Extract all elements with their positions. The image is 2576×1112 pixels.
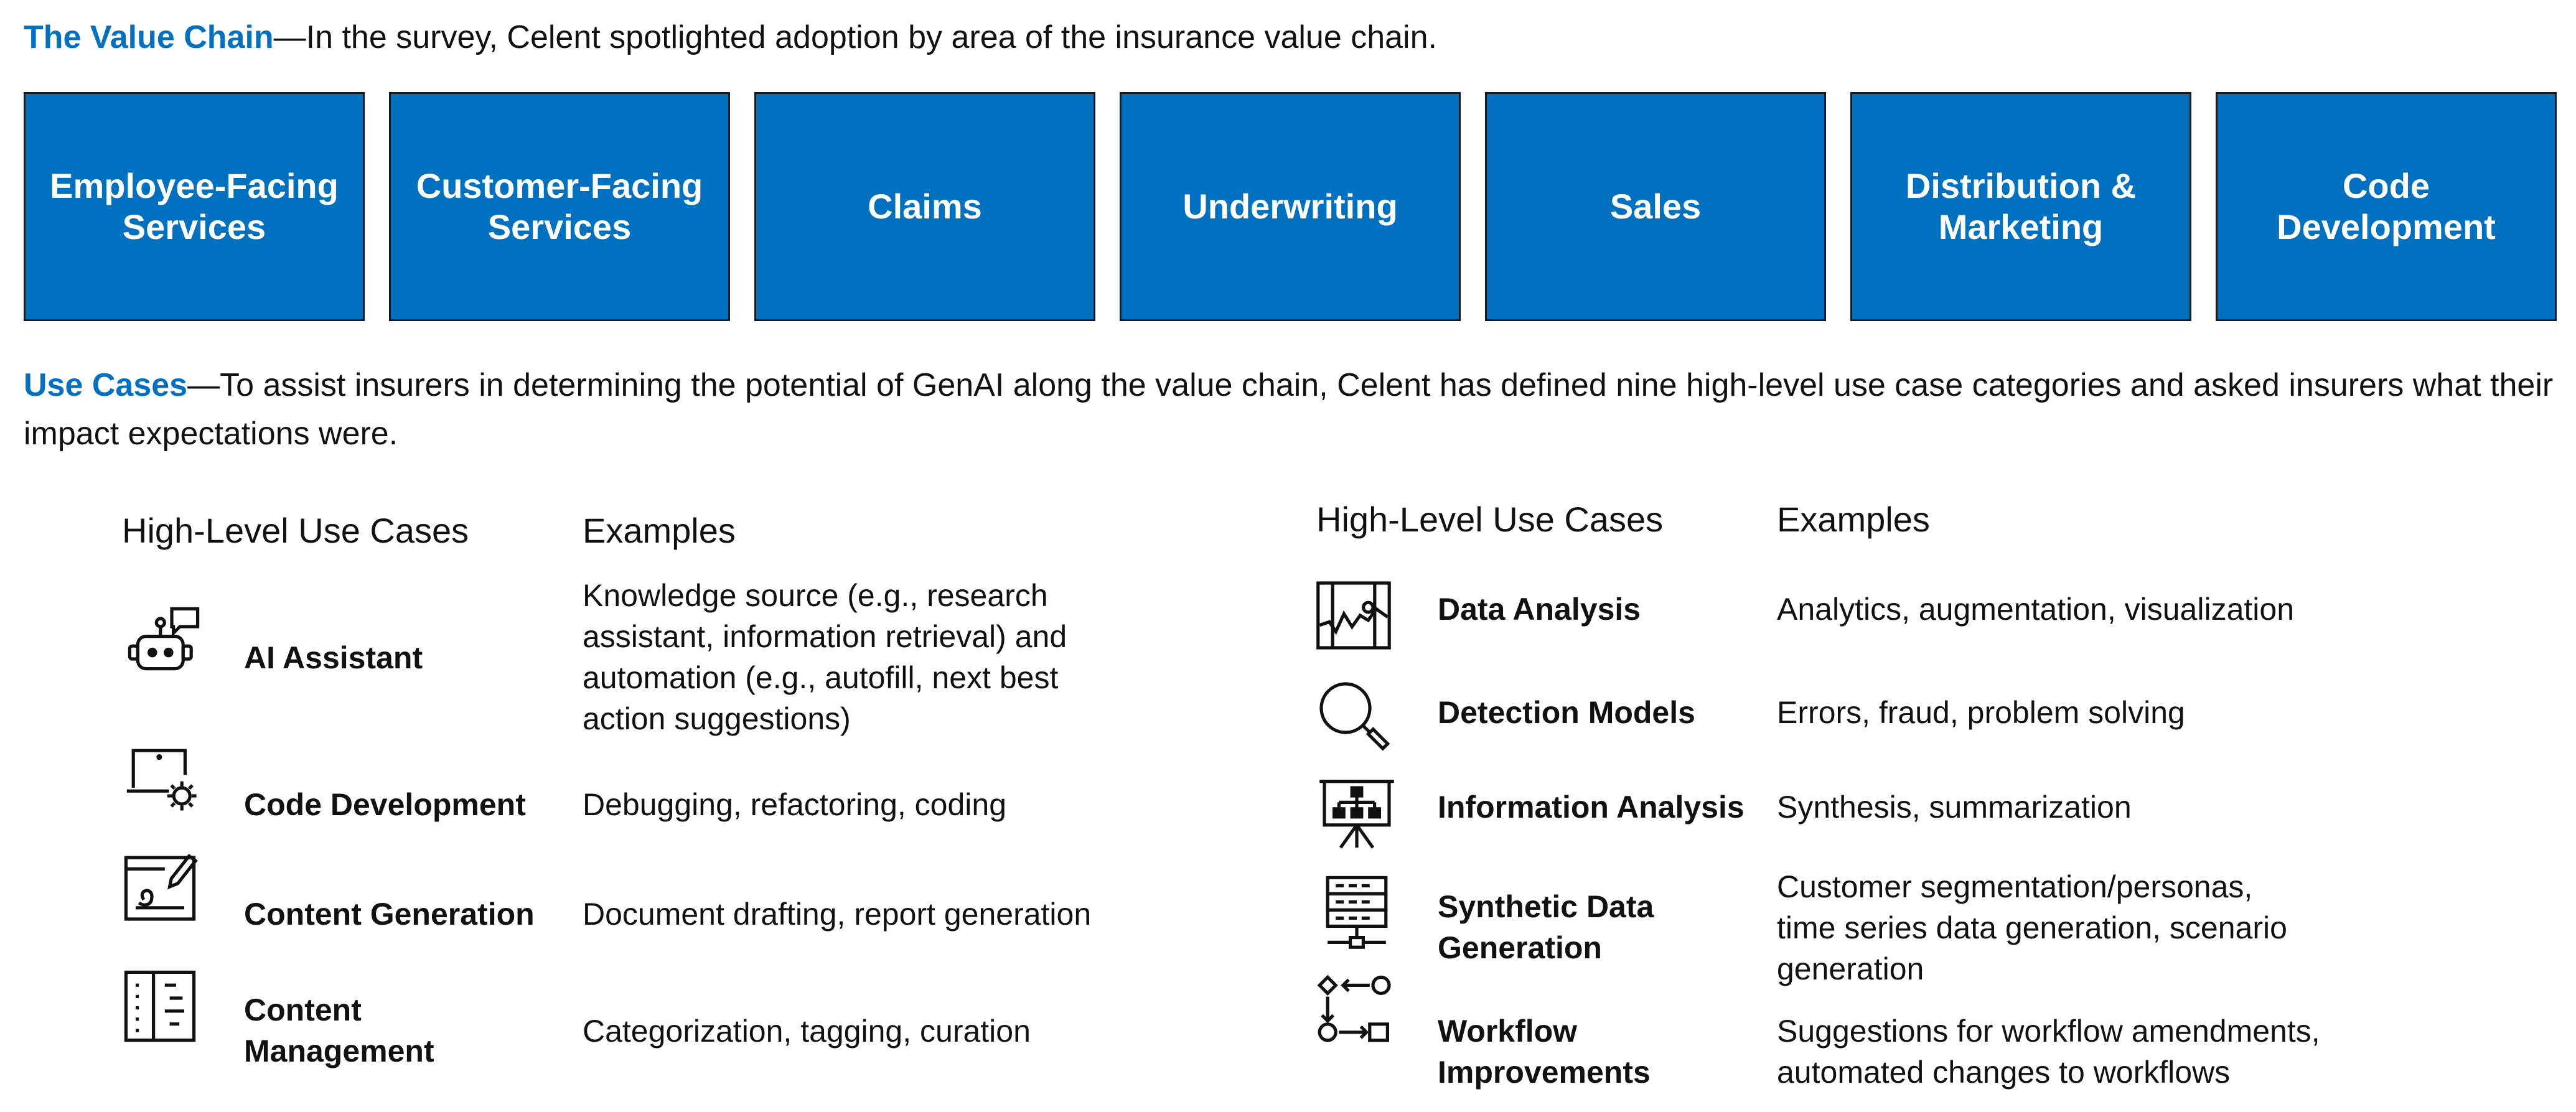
laptop-gear-icon xyxy=(122,739,203,820)
usecase-name: Content Generation xyxy=(244,897,535,932)
left-examples-header: Examples xyxy=(583,511,736,550)
value-chain-stage: Claims xyxy=(754,92,1095,321)
usecase-example: Errors, fraud, problem solving xyxy=(1777,695,2185,730)
value-chain-text: —In the survey, Celent spotlighted adopt… xyxy=(273,19,1437,55)
magnifier-icon xyxy=(1313,676,1394,757)
usecase-name: Synthetic Data Generation xyxy=(1438,889,1654,965)
value-chain-stage: Employee-Facing Services xyxy=(24,92,365,321)
right-examples-header: Examples xyxy=(1777,500,1930,539)
usecase-name: AI Assistant xyxy=(244,640,423,675)
value-chain-lead: The Value Chain xyxy=(24,19,274,55)
use-cases-heading: Use Cases—To assist insurers in determin… xyxy=(24,361,2563,458)
usecase-example: Analytics, augmentation, visualization xyxy=(1777,592,2295,627)
pen-document-icon xyxy=(119,846,200,927)
usecase-name: Workflow Improvements xyxy=(1438,1014,1651,1090)
usecase-name: Content Management xyxy=(244,993,434,1068)
usecase-example: Categorization, tagging, curation xyxy=(583,1014,1031,1049)
usecase-example: Debugging, refactoring, coding xyxy=(583,787,1007,822)
workflow-shapes-icon xyxy=(1316,971,1397,1052)
usecase-name: Detection Models xyxy=(1438,695,1695,730)
usecase-example: Suggestions for workflow amendments, aut… xyxy=(1777,1014,2320,1090)
value-chain-heading: The Value Chain—In the survey, Celent sp… xyxy=(24,12,1437,62)
usecase-example: Synthesis, summarization xyxy=(1777,790,2132,825)
usecase-example: Knowledge source (e.g., research assista… xyxy=(583,578,1067,736)
chart-monitor-icon xyxy=(1313,575,1394,656)
usecase-name: Information Analysis xyxy=(1438,790,1745,825)
usecase-name: Code Development xyxy=(244,787,526,822)
value-chain-stage: Sales xyxy=(1485,92,1826,321)
use-cases-text: —To assist insurers in determining the p… xyxy=(24,367,2554,452)
content-list-icon xyxy=(119,966,200,1047)
right-usecase-header: High-Level Use Cases xyxy=(1316,500,1664,539)
value-chain-stage: Distribution & Marketing xyxy=(1850,92,2191,321)
value-chain-stage: Code Development xyxy=(2216,92,2557,321)
usecase-example: Document drafting, report generation xyxy=(583,897,1092,932)
usecase-example: Customer segmentation/personas, time ser… xyxy=(1777,869,2287,986)
value-chain-stage: Underwriting xyxy=(1120,92,1461,321)
left-usecase-header: High-Level Use Cases xyxy=(122,511,469,550)
use-cases-lead: Use Cases xyxy=(24,367,188,403)
usecase-name: Data Analysis xyxy=(1438,592,1641,627)
server-data-icon xyxy=(1316,871,1397,952)
value-chain-stage: Customer-Facing Services xyxy=(389,92,730,321)
presentation-hierarchy-icon xyxy=(1316,772,1397,853)
robot-chat-icon xyxy=(123,602,204,683)
